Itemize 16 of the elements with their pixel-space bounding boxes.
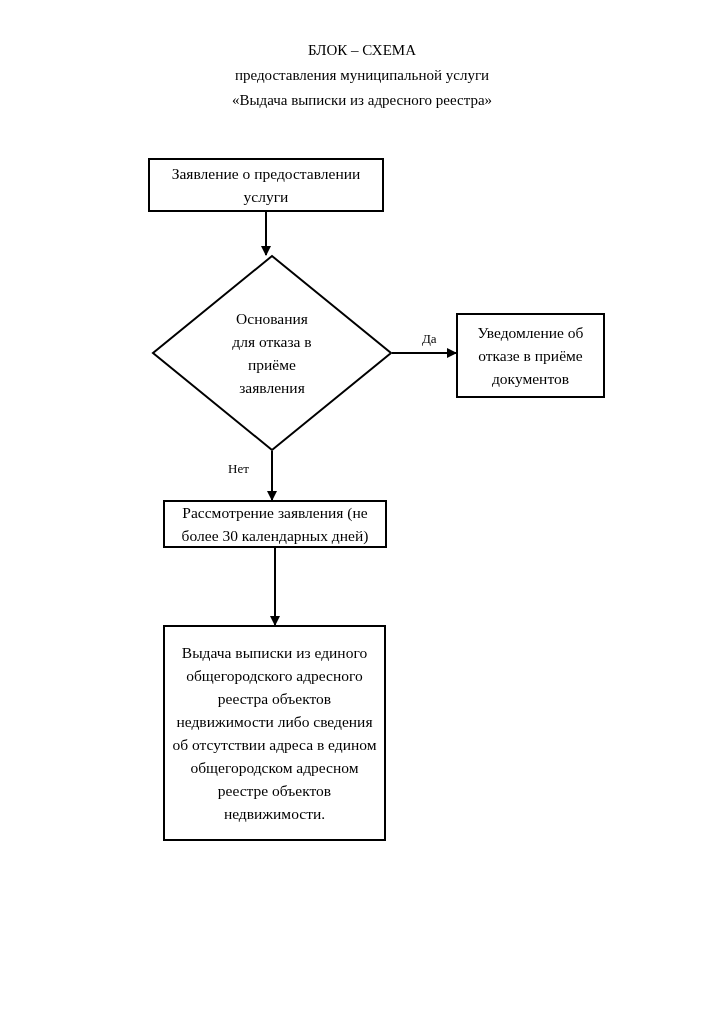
- process-box: [163, 500, 387, 548]
- node-text: Рассмотрение заявления (не более 30 календарных дней): [180, 503, 370, 546]
- node-text: Уведомление об отказе в приёме документов: [476, 323, 585, 389]
- node-text: Выдача выписки из единого общегородского адресного реестра объектов недвижимости либо сведения об отсутствии адреса в едином общегородском адресном реестре объектов недвижимости.: [171, 643, 378, 824]
- title: БЛОК – СХЕМА: [306, 41, 417, 60]
- process-box: [163, 625, 386, 841]
- decision-diamond: [152, 255, 392, 451]
- arrow: [261, 211, 271, 256]
- process-box: [148, 158, 384, 212]
- process-box: [456, 313, 605, 398]
- node-text: Заявление о предоставлении услуги: [170, 164, 362, 207]
- node-text: Основания для отказа в приёме заявления: [231, 309, 313, 398]
- arrow: [270, 547, 280, 626]
- arrow: [391, 348, 457, 358]
- arrow: [267, 450, 277, 501]
- subtitle: предоставления муниципальной услуги «Выдача выписки из адресного реестра»: [230, 66, 494, 110]
